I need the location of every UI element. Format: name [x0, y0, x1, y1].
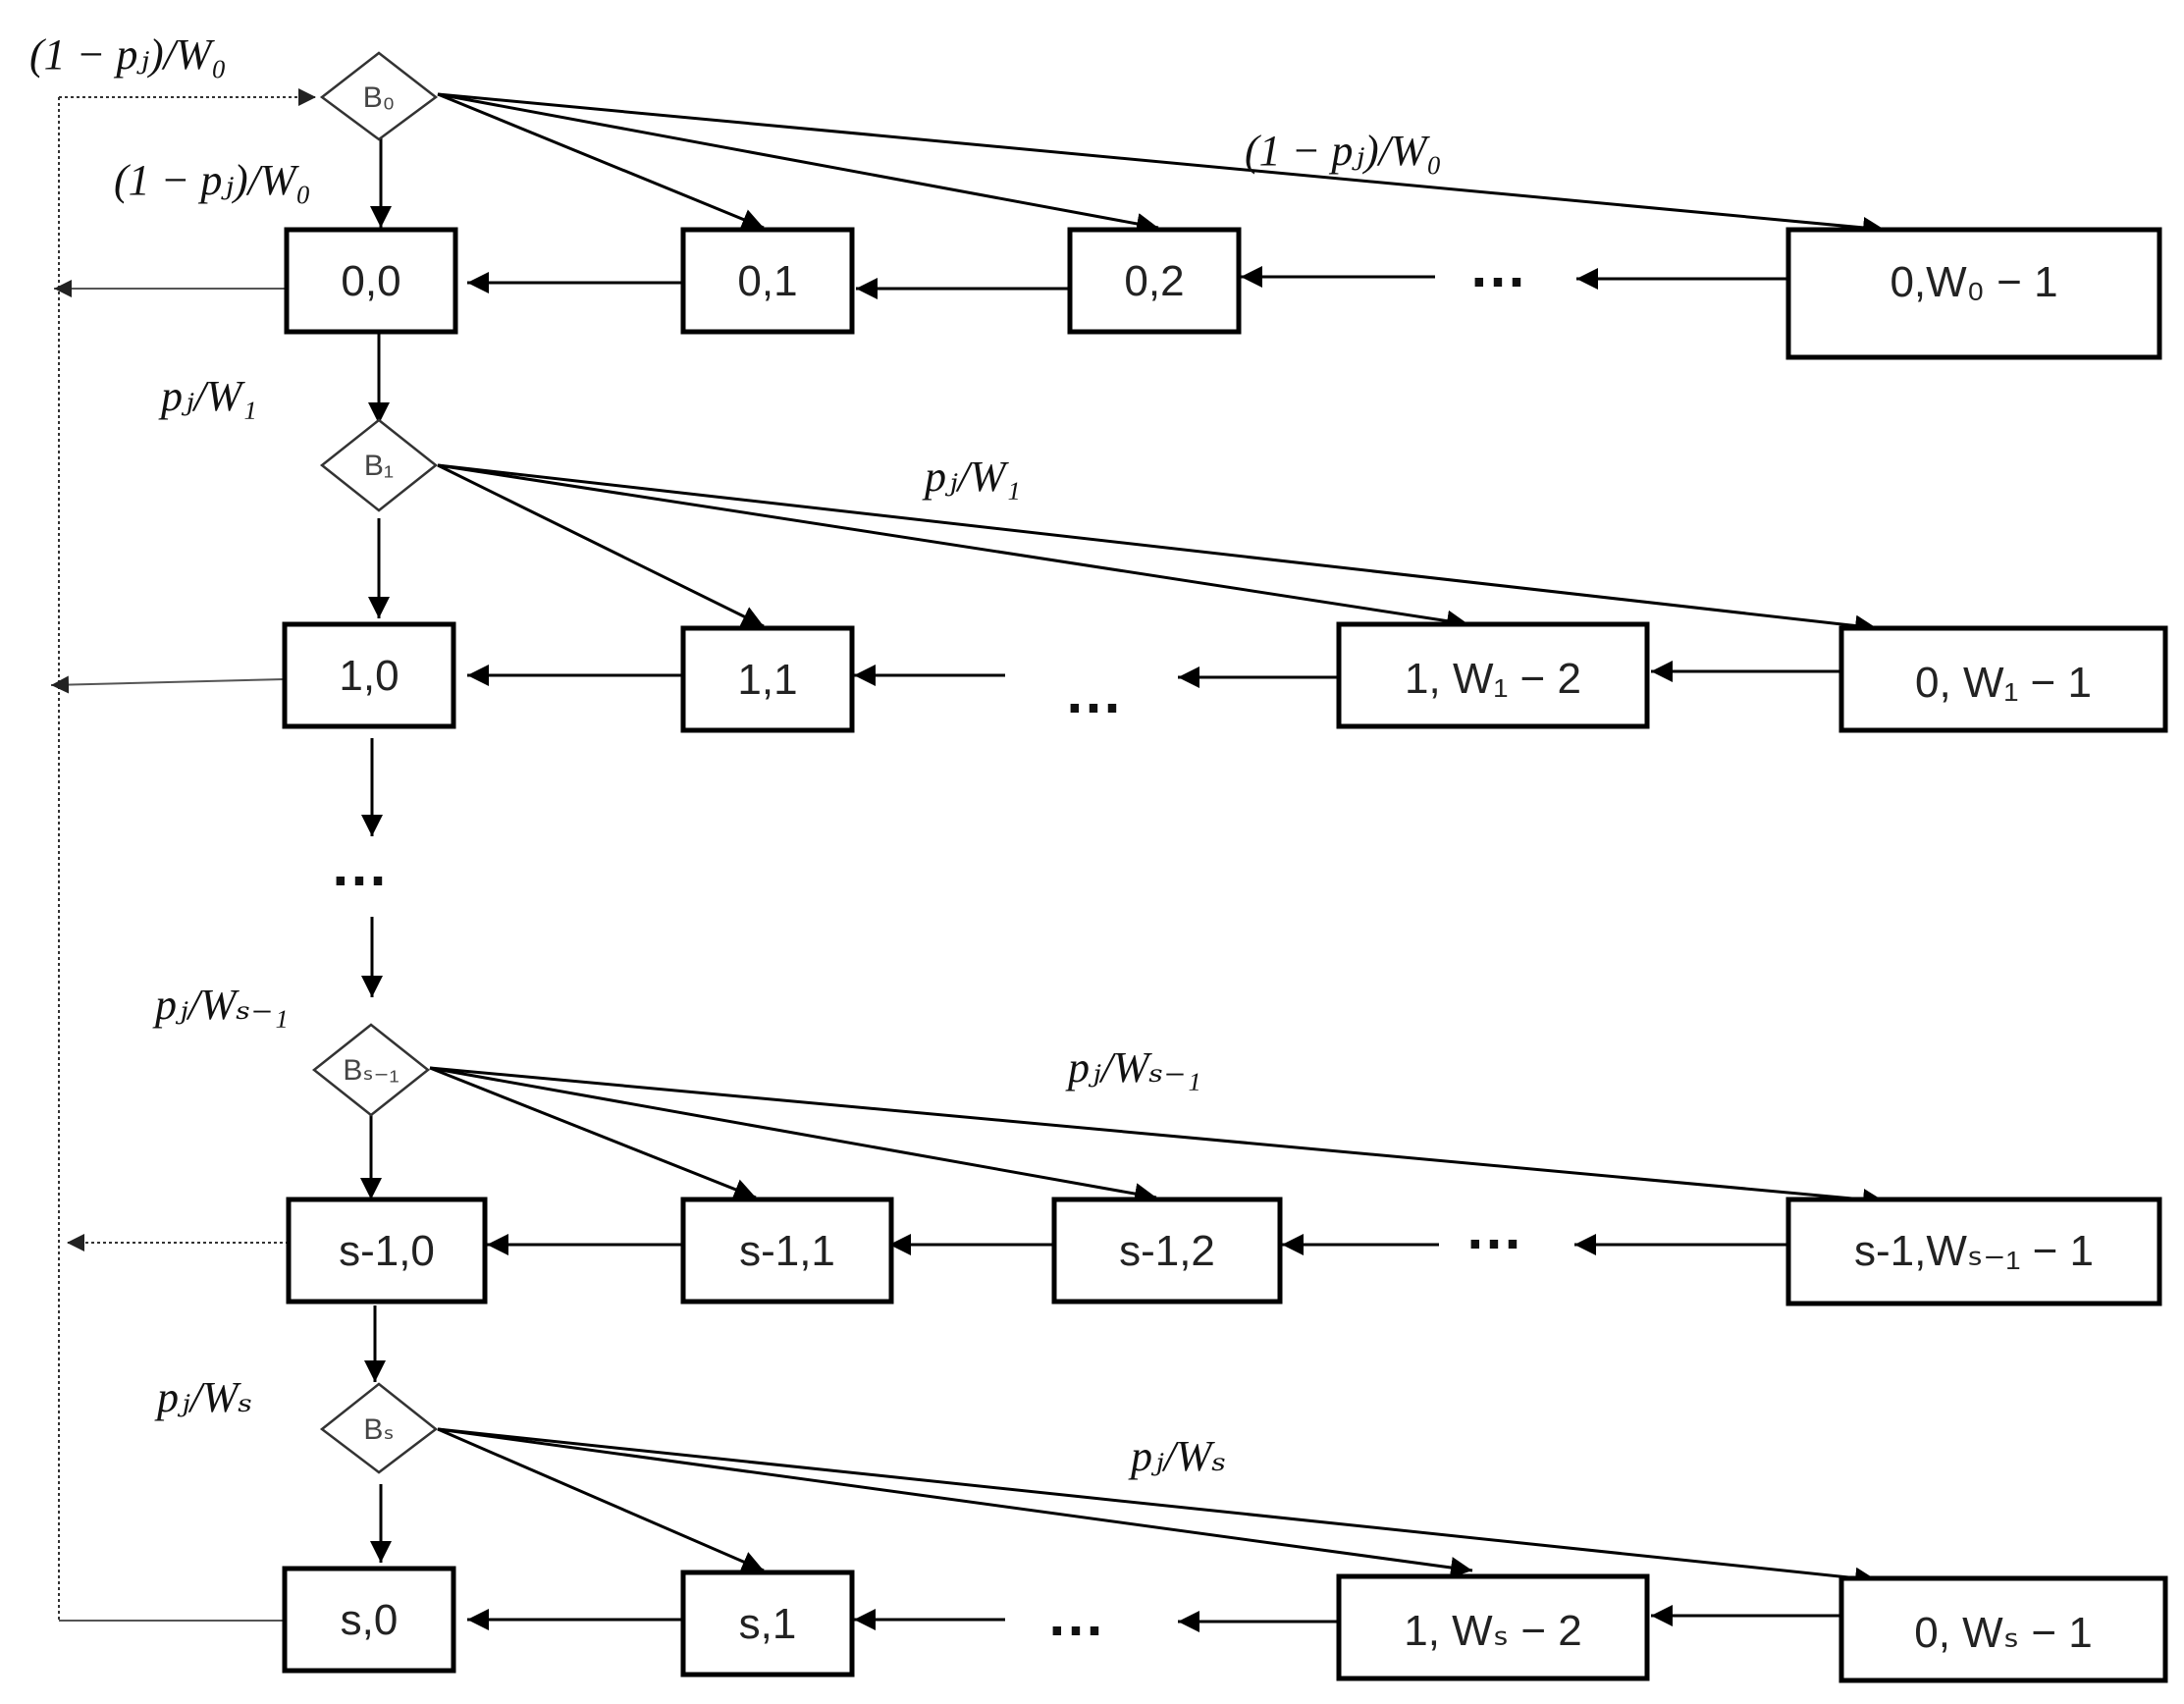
- state-s-0-label: s,0: [341, 1596, 399, 1644]
- bs-to-ssw1: [437, 1427, 1878, 1589]
- state-s-ws-2-label: 1, Wₛ − 2: [1404, 1607, 1581, 1655]
- state-s1-1-label: s-1,1: [739, 1227, 835, 1275]
- state-s1-0-label: s-1,0: [339, 1227, 435, 1275]
- state-1-1: 1,1: [680, 625, 855, 733]
- state-0-1-label: 0,1: [737, 257, 797, 305]
- b1-to-s1w1: [437, 463, 1878, 637]
- ellipsis-row1: …: [1064, 660, 1123, 725]
- state-0-w1-1-label: 0, W₁ − 1: [1915, 659, 2092, 707]
- state-0-ws-1: 0, Wₛ − 1: [1838, 1575, 2168, 1683]
- loop-from-s10: [50, 675, 286, 694]
- bs-to-ssw2: [437, 1427, 1473, 1578]
- state-0-w0-1-label: 0,W₀ − 1: [1890, 258, 2057, 306]
- state-s1-ws1-1-label: s-1,Wₛ₋₁ − 1: [1854, 1227, 2094, 1275]
- state-1-0: 1,0: [282, 621, 456, 729]
- b0-to-s02: [437, 92, 1159, 235]
- state-s-0: s,0: [282, 1566, 456, 1674]
- bs1-to-sm2: [429, 1066, 1157, 1204]
- state-s-1: s,1: [680, 1570, 855, 1677]
- state-s-ws-2: 1, Wₛ − 2: [1336, 1573, 1650, 1681]
- state-s1-2: s-1,2: [1051, 1197, 1283, 1305]
- state-1-w1-2-label: 1, W₁ − 2: [1405, 655, 1581, 703]
- state-1-w1-2: 1, W₁ − 2: [1336, 621, 1650, 729]
- decision-bs1: Bₛ₋₁: [311, 1023, 431, 1117]
- decision-bs: Bₛ: [319, 1382, 439, 1474]
- b0-to-s0w: [437, 92, 1886, 239]
- state-s1-0: s-1,0: [286, 1197, 488, 1305]
- label-bs-fan: pⱼ/Wₛ: [1128, 1432, 1226, 1480]
- bs1-to-smw: [429, 1066, 1886, 1210]
- ellipsis-row-s: …: [1046, 1582, 1105, 1648]
- label-b0-fan: (1 − pⱼ)/W₀: [1245, 127, 1442, 175]
- state-0-0-label: 0,0: [341, 257, 400, 305]
- ellipsis-vertical: …: [330, 832, 389, 898]
- state-0-1: 0,1: [680, 227, 855, 335]
- state-s-1-label: s,1: [739, 1600, 797, 1648]
- state-0-w0-1: 0,W₀ − 1: [1785, 227, 2162, 360]
- state-s1-1: s-1,1: [680, 1197, 894, 1305]
- label-b1-fan: pⱼ/W₁: [922, 453, 1021, 501]
- label-to-bs1: pⱼ/Wₛ₋₁: [152, 981, 289, 1029]
- bs1-to-sm1: [429, 1066, 757, 1200]
- state-s1-2-label: s-1,2: [1119, 1227, 1215, 1275]
- bs-to-ss1: [437, 1427, 765, 1572]
- state-s1-ws1-1: s-1,Wₛ₋₁ − 1: [1785, 1197, 2162, 1306]
- state-0-2-label: 0,2: [1124, 257, 1184, 305]
- fan-arrows: [429, 92, 1886, 1589]
- state-0-0: 0,0: [284, 227, 458, 335]
- label-b0-down: (1 − pⱼ)/W₀: [114, 156, 311, 204]
- label-bs1-fan: pⱼ/Wₛ₋₁: [1065, 1043, 1201, 1092]
- state-1-1-label: 1,1: [737, 656, 797, 704]
- label-to-bs: pⱼ/Wₛ: [154, 1373, 252, 1421]
- decision-b0: B₀: [319, 51, 439, 141]
- state-1-0-label: 1,0: [339, 652, 399, 700]
- b1-to-s1w2: [437, 463, 1469, 632]
- label-loop-in: (1 − pⱼ)/W₀: [29, 30, 227, 79]
- decision-b1-label: B₁: [364, 450, 394, 482]
- b0-to-s01: [437, 92, 765, 230]
- decision-b0-label: B₀: [363, 81, 395, 114]
- ellipsis-row0: …: [1468, 234, 1527, 299]
- label-to-b1: pⱼ/W₁: [158, 372, 257, 420]
- state-0-ws-1-label: 0, Wₛ − 1: [1914, 1609, 2092, 1657]
- b1-to-s11: [437, 463, 765, 628]
- decision-bs1-label: Bₛ₋₁: [343, 1054, 399, 1087]
- vertical-arrows: [360, 137, 392, 1563]
- return-loop: [50, 88, 316, 1622]
- horizontal-arrows: [467, 266, 1841, 1632]
- decision-bs-label: Bₛ: [363, 1413, 394, 1446]
- decision-b1: B₁: [319, 418, 439, 512]
- state-0-w1-1: 0, W₁ − 1: [1838, 625, 2168, 733]
- state-0-2: 0,2: [1067, 227, 1242, 335]
- ellipsis-row-s1: …: [1465, 1196, 1523, 1261]
